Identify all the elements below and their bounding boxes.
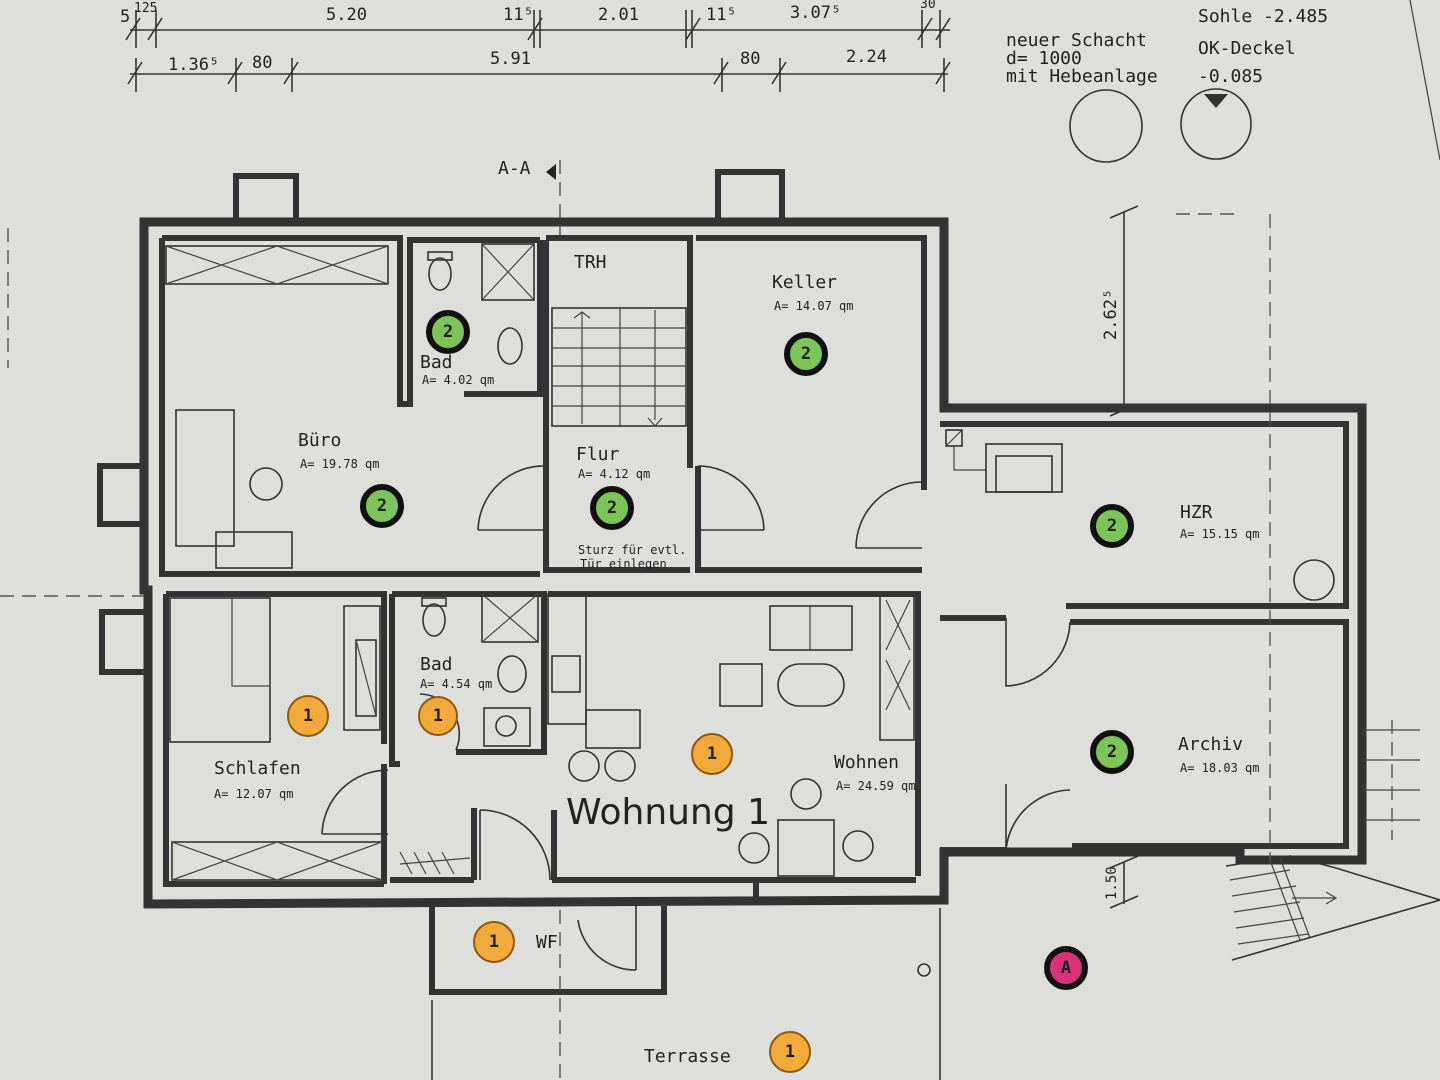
- dim-second-1: 80: [252, 53, 272, 73]
- marker-bad2-label: 1: [433, 706, 443, 726]
- marker-a: A: [1044, 946, 1088, 990]
- level-note-line1: Sohle -2.485: [1198, 6, 1328, 27]
- marker-hzr: 2: [1090, 504, 1134, 548]
- dim-top-0: 5: [120, 7, 130, 27]
- marker-buero-label: 2: [377, 496, 387, 516]
- marker-archiv-label: 2: [1107, 742, 1117, 762]
- marker-wf: 1: [473, 921, 515, 963]
- room-bueo-area: A= 19.78 qm: [300, 457, 379, 471]
- dim-second-4: 2.24: [846, 47, 887, 67]
- room-keller-area: A= 14.07 qm: [774, 299, 853, 313]
- room-wohnen-area: A= 24.59 qm: [836, 779, 915, 793]
- marker-bad1-label: 2: [443, 322, 453, 342]
- level-note: Sohle -2.485 OK-Deckel -0.085: [1180, 6, 1328, 160]
- marker-flur: 2: [590, 486, 634, 530]
- dim-top-4: 2.01: [598, 5, 639, 25]
- shaft-note-line2: d= 1000: [1006, 48, 1082, 69]
- room-schlafen-area: A= 12.07 qm: [214, 787, 293, 801]
- marker-schlafen: 1: [287, 695, 329, 737]
- room-wf-name: WF: [536, 932, 558, 953]
- flur-note-line1: Sturz für evtl.: [578, 543, 686, 557]
- dim-top-7: 30: [920, 0, 936, 12]
- room-schlafen-name: Schlafen: [214, 758, 301, 779]
- section-marker: A-A: [498, 158, 561, 240]
- marker-terrasse-label: 1: [785, 1042, 795, 1062]
- zone-markers: 2 2 2 2 2 2 1 1 1 1 1 A: [287, 310, 1134, 1073]
- dim-top-1: 125: [134, 1, 157, 16]
- dim-top-6: 3.07⁵: [790, 3, 841, 23]
- room-archiv-area: A= 18.03 qm: [1180, 761, 1259, 775]
- marker-terrasse: 1: [769, 1031, 811, 1073]
- room-keller-name: Keller: [772, 272, 837, 293]
- marker-archiv: 2: [1090, 730, 1134, 774]
- room-bad2-area: A= 4.54 qm: [420, 677, 492, 691]
- marker-keller: 2: [784, 332, 828, 376]
- section-marker-label: A-A: [498, 158, 531, 179]
- dim-top-2: 5.20: [326, 5, 367, 25]
- room-flur-name: Flur: [576, 444, 620, 465]
- marker-bad2: 1: [418, 696, 458, 736]
- dim-second-0: 1.36⁵: [168, 55, 219, 75]
- apartment-label: Wohnung 1: [566, 792, 770, 833]
- dim-bottom-vertical: 1.50: [1104, 866, 1120, 900]
- dim-second-3: 80: [740, 49, 760, 69]
- room-terrasse-name: Terrasse: [644, 1046, 731, 1067]
- room-labels: Büro A= 19.78 qm Bad A= 4.02 qm TRH Kell…: [214, 252, 1259, 1067]
- level-note-line3: -0.085: [1198, 66, 1263, 87]
- marker-flur-label: 2: [607, 498, 617, 518]
- marker-buero: 2: [360, 484, 404, 528]
- marker-hzr-label: 2: [1107, 516, 1117, 536]
- marker-wohnen: 1: [691, 733, 733, 775]
- shaft-note: neuer Schacht d= 1000 mit Hebeanlage: [1006, 30, 1158, 163]
- marker-schlafen-label: 1: [303, 706, 313, 726]
- marker-a-label: A: [1061, 958, 1071, 978]
- room-wohnen-name: Wohnen: [834, 752, 899, 773]
- room-bad1-name: Bad: [420, 352, 453, 373]
- room-hzr-name: HZR: [1180, 502, 1213, 523]
- dim-top-5: 11⁵: [706, 5, 737, 25]
- marker-wohnen-label: 1: [707, 744, 717, 764]
- marker-keller-label: 2: [801, 344, 811, 364]
- room-flur-area: A= 4.12 qm: [578, 467, 650, 481]
- room-archiv-name: Archiv: [1178, 734, 1243, 755]
- dim-top-3: 11⁵: [503, 5, 534, 25]
- dim-second-2: 5.91: [490, 49, 531, 69]
- walls: [97, 169, 1367, 995]
- flur-note-line2: Tür einlegen: [580, 557, 667, 571]
- room-trh-name: TRH: [574, 252, 607, 273]
- dim-right-vertical: 2.62⁵: [1101, 289, 1121, 340]
- marker-bad1: 2: [426, 310, 470, 354]
- shaft-note-line1: neuer Schacht: [1006, 30, 1147, 51]
- dimension-lines: 5 125 5.20 11⁵ 2.01 11⁵ 3.07⁵ 30 1.36⁵ 8…: [120, 0, 1139, 909]
- marker-wf-label: 1: [489, 932, 499, 952]
- room-hzr-area: A= 15.15 qm: [1180, 527, 1259, 541]
- level-note-line2: OK-Deckel: [1198, 38, 1296, 59]
- room-bad2-name: Bad: [420, 654, 453, 675]
- room-bad1-area: A= 4.02 qm: [422, 373, 494, 387]
- shaft-note-line3: mit Hebeanlage: [1006, 66, 1158, 87]
- room-bueo-name: Büro: [298, 430, 341, 451]
